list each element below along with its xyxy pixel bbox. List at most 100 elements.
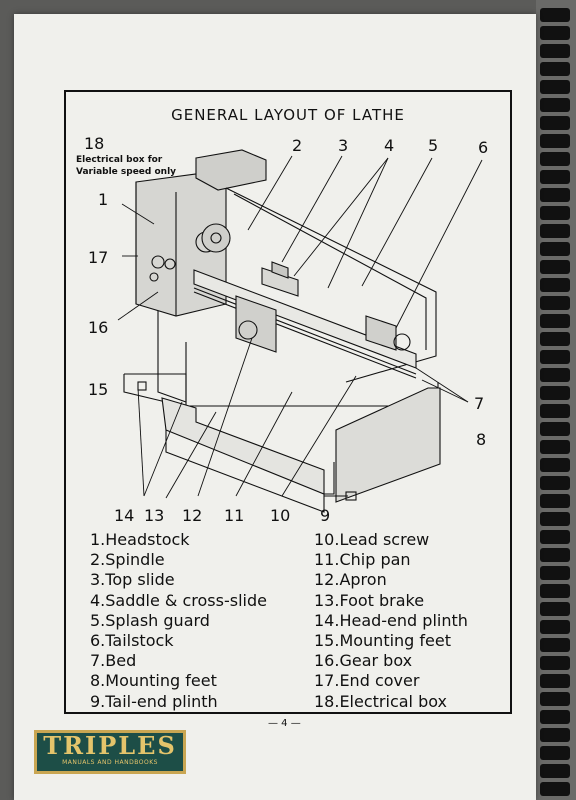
binding-ring — [540, 314, 570, 328]
leader-7a — [415, 367, 469, 403]
leader-1 — [121, 203, 155, 225]
binding-ring — [540, 260, 570, 274]
lead-screw-line — [193, 287, 417, 375]
legend-item: 16.Gear box — [314, 651, 413, 671]
leader-4a — [293, 157, 389, 277]
leader-7b — [421, 379, 469, 403]
binding-ring — [540, 44, 570, 58]
callout-15: 15 — [88, 380, 109, 399]
leader-14a — [137, 387, 145, 497]
leader-2 — [247, 155, 293, 231]
callout-10: 10 — [270, 506, 291, 525]
callout-12: 12 — [182, 506, 203, 525]
binding-ring — [540, 512, 570, 526]
legend-item: 1.Headstock — [90, 530, 190, 549]
binding-ring — [540, 26, 570, 40]
diagram-frame: GENERAL LAYOUT OF LATHE Electrical box f… — [64, 90, 512, 714]
leader-5 — [361, 157, 433, 287]
binding-ring — [540, 638, 570, 652]
leader-10 — [281, 375, 357, 497]
parts-legend-left: 1.Headstock 2.Spindle 3.Top slide 4.Sadd… — [90, 530, 267, 712]
callout-14: 14 — [114, 506, 135, 525]
legend-item: 3.Top slide — [90, 570, 175, 590]
binding-ring — [540, 98, 570, 112]
callout-11: 11 — [224, 506, 245, 525]
note-line-2: Variable speed only — [76, 167, 177, 177]
leader-12 — [197, 337, 253, 497]
binding-ring — [540, 728, 570, 742]
page-number: — 4 — — [268, 718, 301, 729]
triples-logo: TRIPLES MANUALS AND HANDBOOKS — [34, 730, 186, 774]
binding-ring — [540, 206, 570, 220]
binding-ring — [540, 134, 570, 148]
binding-ring — [540, 404, 570, 418]
leader-16 — [117, 291, 159, 321]
head-plinth-edge — [157, 282, 187, 403]
binding-ring — [540, 242, 570, 256]
logo-tagline: MANUALS AND HANDBOOKS — [62, 759, 158, 766]
binding-ring — [540, 674, 570, 688]
callout-17: 17 — [88, 248, 109, 267]
binding-ring — [540, 692, 570, 706]
splash-guard — [225, 187, 437, 383]
legend-item: 17.End cover — [314, 671, 420, 691]
leader-11 — [235, 391, 293, 497]
binding-ring — [540, 296, 570, 310]
binding-ring — [540, 224, 570, 238]
binding-ring — [540, 332, 570, 346]
binding-ring — [540, 440, 570, 454]
callout-13: 13 — [144, 506, 165, 525]
binding-ring — [540, 584, 570, 598]
binding-ring — [540, 530, 570, 544]
legend-item: 2.Spindle — [90, 550, 165, 570]
callout-1: 1 — [98, 190, 109, 209]
binding-ring — [540, 80, 570, 94]
leader-13 — [165, 411, 217, 499]
binding-ring — [540, 116, 570, 130]
gear-knob-2 — [164, 258, 176, 270]
callout-18: 18 — [84, 134, 105, 153]
legend-item: 6.Tailstock — [90, 630, 174, 650]
binding-ring — [540, 746, 570, 760]
binding-ring — [540, 170, 570, 184]
binding-ring — [540, 566, 570, 580]
apron-handwheel — [238, 320, 258, 340]
leader-3 — [281, 155, 343, 263]
gear-knob-1 — [151, 255, 165, 269]
diagram-title: GENERAL LAYOUT OF LATHE — [171, 106, 405, 124]
binding-ring — [540, 476, 570, 490]
binding-ring — [540, 422, 570, 436]
binding-ring — [540, 548, 570, 562]
legend-item: 8.Mounting feet — [90, 671, 217, 691]
legend-item: 15.Mounting feet — [314, 630, 452, 650]
binding-ring — [540, 494, 570, 508]
bed-ways — [193, 269, 417, 369]
legend-item: 7.Bed — [90, 651, 137, 671]
apron — [235, 295, 277, 353]
leader-4b — [327, 157, 389, 289]
binding-ring — [540, 368, 570, 382]
legend-item: 5.Splash guard — [90, 610, 210, 630]
leader-6 — [395, 159, 483, 329]
binding-ring — [540, 350, 570, 364]
callout-6: 6 — [478, 138, 489, 157]
binding-ring — [540, 764, 570, 778]
legend-item: 10.Lead screw — [314, 530, 430, 549]
callout-4: 4 — [384, 136, 395, 155]
binding-ring — [540, 62, 570, 76]
callout-3: 3 — [338, 136, 349, 155]
chip-pan — [161, 397, 325, 495]
legend-item: 12.Apron — [314, 570, 387, 590]
splash-guard-inner — [233, 193, 427, 350]
binding-ring — [540, 152, 570, 166]
manual-page — [14, 14, 536, 800]
chuck — [201, 223, 231, 253]
binding-ring — [540, 710, 570, 724]
feed-rod-line — [193, 291, 417, 379]
binding-ring — [540, 8, 570, 22]
legend-item: 4.Saddle & cross-slide — [90, 590, 267, 610]
tailstock-wheel — [393, 333, 411, 351]
note-line-1: Electrical box for — [76, 155, 163, 165]
legend-item: 13.Foot brake — [314, 590, 425, 610]
binding-ring — [540, 602, 570, 616]
